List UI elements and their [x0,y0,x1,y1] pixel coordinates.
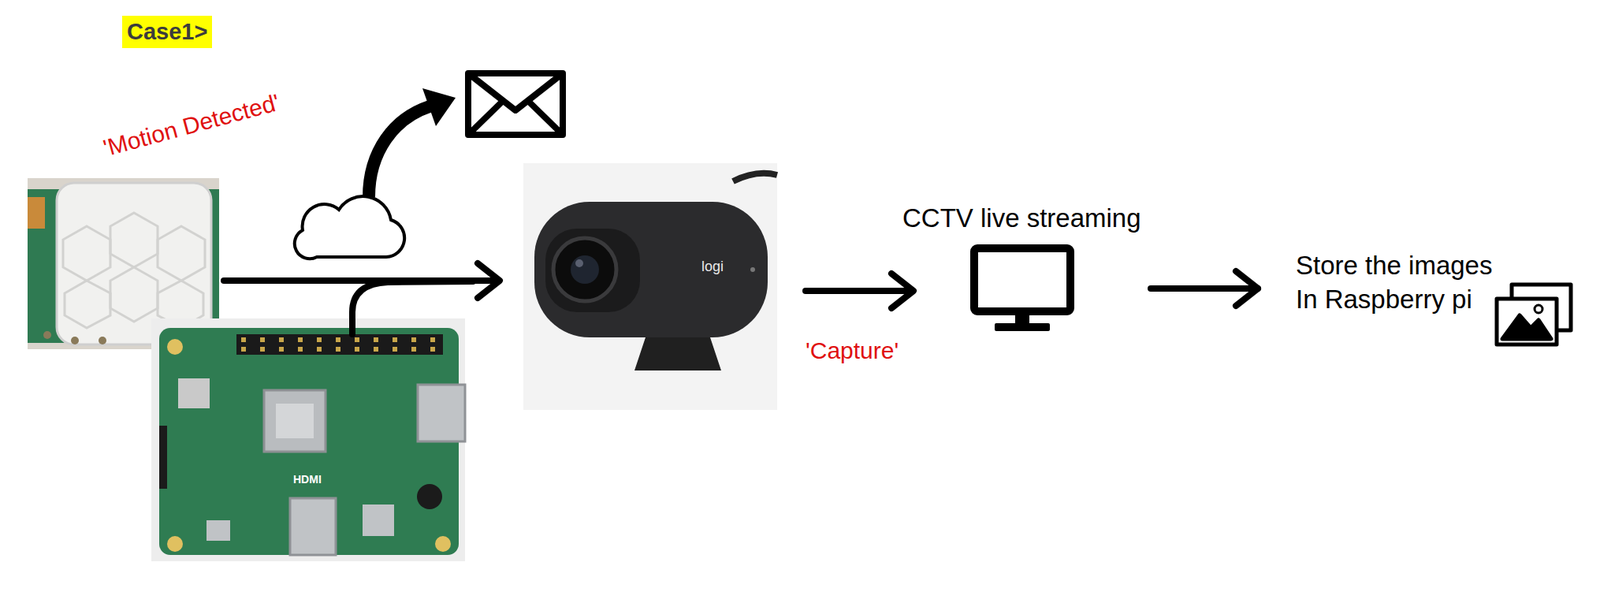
monitor-node: CCTV live streaming [897,197,1148,335]
webcam [523,163,778,410]
notify-arrow [368,88,456,198]
signal-arrow [223,263,500,335]
envelope-icon [468,73,563,135]
arrow-head [1235,271,1258,306]
capture-label: 'Capture' [805,337,899,365]
motion-label: 'Motion Detected' [100,89,283,162]
monitor-icon [974,248,1071,332]
node-text: Store the images In Raspberry pi [1295,249,1509,317]
images-icon [1496,284,1571,345]
case-heading: Case1> [122,15,213,49]
storage-node: Store the images In Raspberry pi [1261,245,1511,353]
brand-text: logi [701,258,724,276]
port-text: HDMI [293,472,322,486]
raspberry-pi-board [151,318,466,562]
node-text: CCTV live streaming [902,203,1142,234]
arrow-line [1150,285,1258,292]
cloud-icon [294,196,405,259]
flow-arrow [1150,271,1258,306]
capture-arrow [805,273,914,309]
